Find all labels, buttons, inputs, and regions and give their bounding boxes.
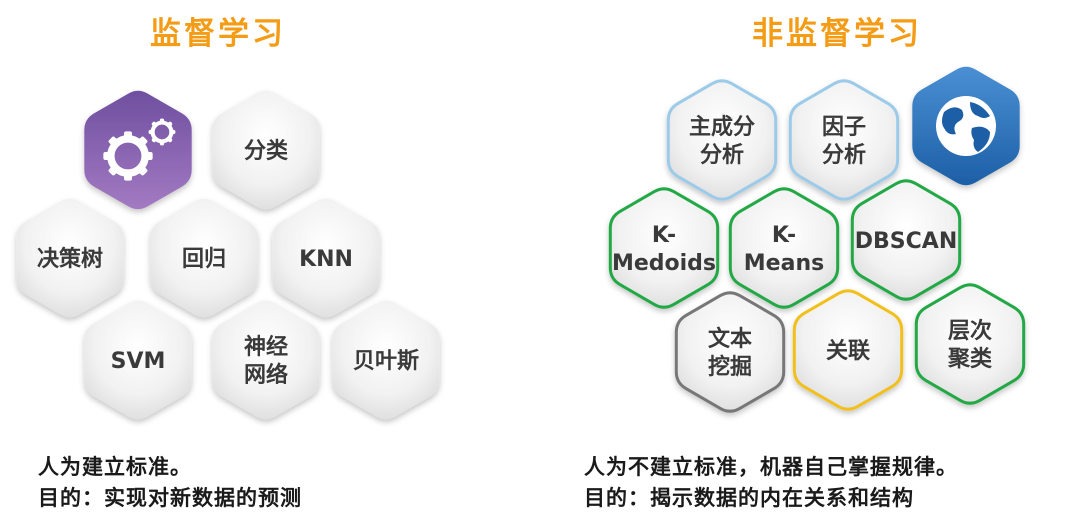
supervised-desc-line2: 目的：实现对新数据的预测 (38, 486, 302, 510)
hex-dbscan: DBSCAN (850, 179, 962, 301)
hex-classification: 分类 (212, 90, 320, 210)
hex-label: 关联 (826, 339, 870, 364)
hex-label: 分析 (700, 143, 744, 168)
hex-shape (914, 283, 1026, 405)
hex-gear (84, 90, 192, 210)
hex-label: 网络 (244, 362, 288, 388)
hex-label: 聚类 (947, 347, 993, 372)
hex-shape (272, 198, 380, 318)
unsupervised-title: 非监督学习 (752, 16, 922, 52)
hex-label: SVM (111, 349, 166, 374)
supervised-title: 监督学习 (150, 16, 286, 52)
hex-label: KNN (299, 247, 353, 272)
hex-label: 神经 (244, 334, 288, 360)
hex-label: 层次 (948, 318, 992, 344)
hex-label: 文本 (708, 326, 752, 352)
hex-label: 回归 (182, 247, 226, 272)
hex-svm: SVM (84, 300, 192, 420)
hex-label: K- (772, 223, 796, 248)
hex-label: 挖掘 (708, 354, 752, 380)
supervised-description: 人为建立标准。 目的：实现对新数据的预测 (38, 452, 302, 514)
hex-globe (912, 66, 1020, 186)
hex-regression: 回归 (150, 198, 258, 318)
hex-shape (84, 300, 192, 420)
hex-shape (332, 300, 440, 420)
hex-shape (674, 291, 786, 413)
hex-shape (792, 289, 904, 411)
hex-shape (150, 198, 258, 318)
hex-shape (788, 79, 900, 201)
hex-shape (212, 90, 320, 210)
unsupervised-desc-line1: 人为不建立标准，机器自己掌握规律。 (584, 455, 958, 479)
hex-label: 决策树 (37, 246, 103, 272)
unsupervised-desc-line2: 目的：揭示数据的内在关系和结构 (584, 486, 914, 510)
hex-association: 关联 (792, 289, 904, 411)
gears-icon (103, 118, 176, 181)
hex-label: 主成分 (689, 115, 755, 140)
unsupervised-description: 人为不建立标准，机器自己掌握规律。 目的：揭示数据的内在关系和结构 (584, 452, 958, 514)
supervised-desc-line1: 人为建立标准。 (38, 455, 192, 479)
hex-label: Means (744, 251, 824, 276)
hex-label: 分析 (822, 143, 866, 168)
hex-shape (84, 90, 192, 210)
hex-shape (850, 179, 962, 301)
hex-label: K- (652, 223, 676, 248)
hex-k-means: K- Means (728, 187, 840, 309)
globe-icon (936, 96, 996, 156)
hex-knn: KNN (272, 198, 380, 318)
hex-shape (608, 187, 720, 309)
hex-shape (16, 198, 124, 318)
hex-label: 贝叶斯 (353, 348, 419, 374)
hex-k-medoids: K- Medoids (608, 187, 720, 309)
hex-label: 分类 (244, 139, 289, 164)
hex-shape (666, 79, 778, 201)
hex-label: Medoids (612, 251, 716, 276)
hex-naive-bayes: 贝叶斯 (332, 300, 440, 420)
hex-decision-tree: 决策树 (16, 198, 124, 318)
hex-shape (728, 187, 840, 309)
hex-label: 因子 (822, 115, 866, 140)
hex-shape (212, 300, 320, 420)
hex-label: DBSCAN (855, 229, 957, 254)
